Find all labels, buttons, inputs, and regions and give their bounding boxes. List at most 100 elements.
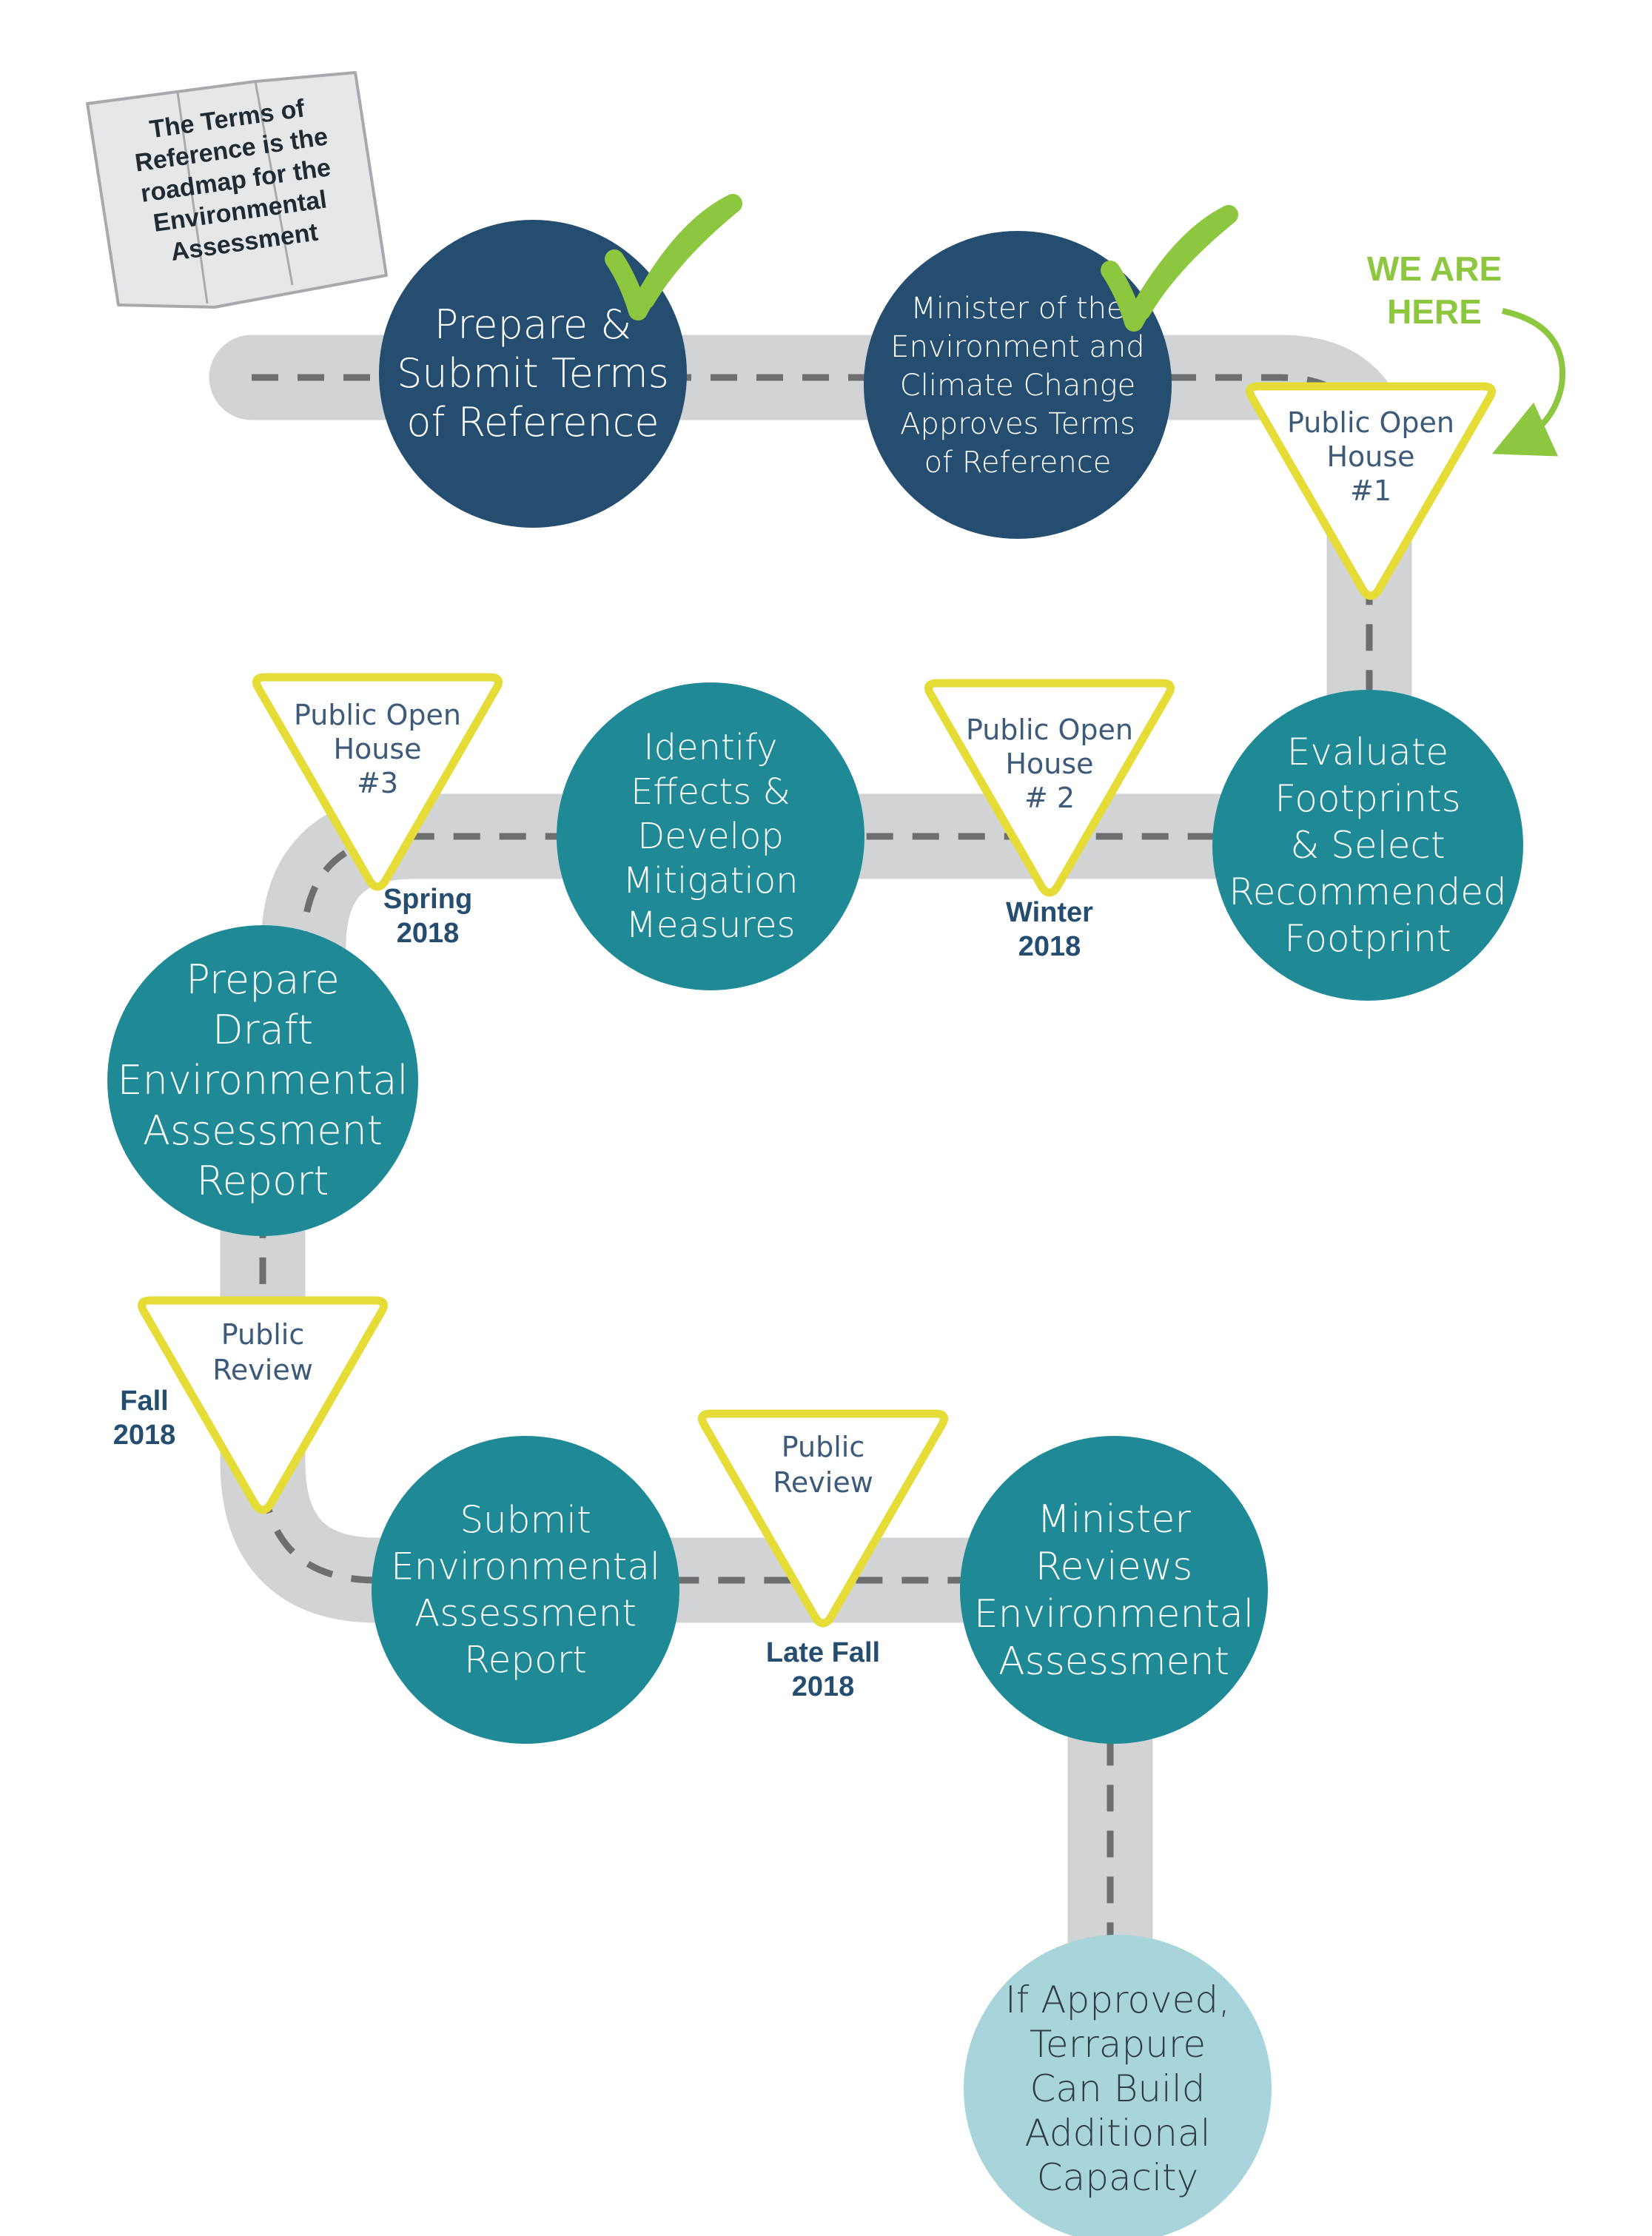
map-note-fold <box>254 81 294 286</box>
consultation-triangle <box>252 673 503 891</box>
text-line: Minister <box>1037 1497 1191 1542</box>
text-line: WE ARE <box>1367 249 1502 288</box>
text-line: Public Open <box>966 714 1133 746</box>
text-line: Draft <box>212 1007 313 1053</box>
text-line: Environment and <box>890 330 1144 364</box>
text-line: House <box>1005 748 1093 780</box>
text-line: Submit <box>460 1499 591 1542</box>
text-line: Measures <box>625 904 795 946</box>
text-line: Assessment <box>143 1107 383 1154</box>
text-line: Public <box>782 1431 864 1463</box>
text-line: Prepare & <box>434 301 632 348</box>
text-line: & Select <box>1290 824 1445 867</box>
text-line: 2018 <box>792 1671 855 1702</box>
text-line: #1 <box>1350 474 1391 507</box>
text-line: Develop <box>637 816 784 857</box>
text-line: Late Fall <box>766 1637 880 1668</box>
text-line: Terrapure <box>1030 2023 1206 2066</box>
text-line: Fall <box>120 1386 168 1417</box>
text-line: Report <box>464 1639 587 1682</box>
text-line: 2018 <box>397 918 460 949</box>
stage-circle <box>960 1436 1268 1744</box>
text-line: # 2 <box>1024 782 1075 814</box>
text-line: Environmental <box>391 1545 660 1588</box>
stage-circle <box>557 682 864 990</box>
text-line: of Reference <box>406 399 659 446</box>
you-are-here-marker: WE ARE HERE <box>1367 249 1565 457</box>
stage-circle <box>864 231 1172 539</box>
text-line: HERE <box>1387 292 1482 331</box>
text-line: Minister of the <box>910 292 1124 326</box>
text-line: Prepare <box>186 956 339 1003</box>
stage-circle <box>107 925 418 1236</box>
text-line: Climate Change <box>900 369 1135 403</box>
text-line: Spring <box>383 884 472 915</box>
consultation-triangle <box>1245 382 1497 600</box>
map-note: The Terms ofReference is theroadmap for … <box>86 71 388 309</box>
stage-circle <box>1212 690 1523 1001</box>
checkmark-icon <box>605 194 742 320</box>
you-are-here-arrow <box>1491 308 1565 457</box>
stage-circle <box>964 1935 1272 2236</box>
text-line: Review <box>773 1466 873 1499</box>
text-line: Identify <box>643 727 777 768</box>
text-line: Capacity <box>1037 2156 1199 2199</box>
text-line: Winter <box>1006 897 1093 928</box>
you-are-here-text: WE ARE HERE <box>1367 249 1502 331</box>
text-line: of Reference <box>924 446 1112 480</box>
text-line: Additional <box>1024 2112 1210 2155</box>
text-line: Effects & <box>631 771 790 813</box>
text-line: Review <box>212 1354 313 1386</box>
text-line: Public Open <box>1287 406 1454 439</box>
text-line: Assessment <box>414 1592 637 1635</box>
stage-circle <box>379 220 687 528</box>
text-line: 2018 <box>113 1420 176 1451</box>
text-line: #3 <box>357 767 398 799</box>
text-line: Footprint <box>1284 917 1451 960</box>
consultation-triangle <box>924 679 1175 897</box>
map-note-fold <box>176 92 209 304</box>
text-line: Approves Terms <box>900 407 1135 441</box>
text-line: Assessment <box>998 1639 1229 1684</box>
text-line: House <box>333 733 421 765</box>
text-line: Can Build <box>1030 2067 1205 2110</box>
text-line: Environmental <box>974 1592 1254 1636</box>
text-line: Environmental <box>118 1057 409 1104</box>
text-line: Public <box>221 1318 304 1351</box>
text-line: 2018 <box>1018 931 1081 962</box>
text-line: House <box>1326 440 1414 473</box>
